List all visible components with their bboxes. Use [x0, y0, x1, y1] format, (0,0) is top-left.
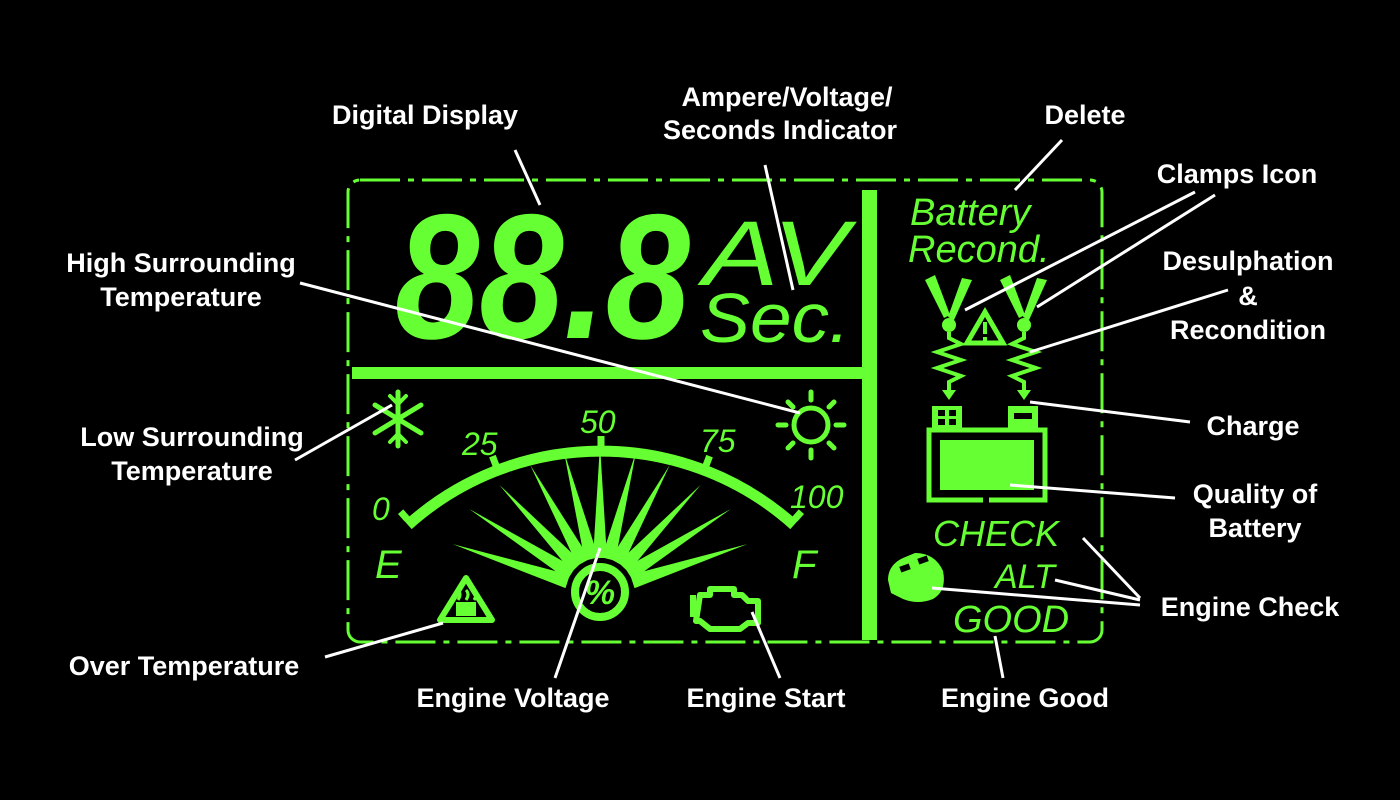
label-low-temp-line1: Low Surrounding — [80, 422, 303, 452]
label-quality-line1: Quality of — [1193, 479, 1319, 509]
label-quality-line2: Battery — [1208, 513, 1301, 543]
digital-display-digits: 88.8 — [395, 177, 690, 376]
gauge-tick-25: 25 — [461, 426, 498, 462]
label-engine-check: Engine Check — [1161, 592, 1341, 622]
label-charge: Charge — [1206, 411, 1299, 441]
label-low-temp-line2: Temperature — [111, 456, 273, 486]
gauge-tick-mark — [489, 454, 500, 467]
label-high-temp-line2: Temperature — [100, 282, 262, 312]
units-sec: Sec. — [700, 279, 850, 357]
alternator-icon — [888, 553, 944, 602]
battery-gauge: % 0 25 50 75 100 E F — [372, 404, 844, 621]
engine-voltage-icon — [571, 563, 629, 621]
vertical-divider — [862, 190, 877, 640]
label-ampere-line2: Seconds Indicator — [663, 115, 898, 145]
gauge-ray — [563, 451, 599, 561]
gauge-ray — [610, 464, 670, 566]
label-desulphation-line3: Recondition — [1170, 315, 1326, 345]
sun-icon — [775, 389, 847, 461]
gauge-tick-100: 100 — [790, 479, 844, 515]
gauge-rays — [397, 436, 805, 589]
label-clamps-icon: Clamps Icon — [1157, 159, 1318, 189]
battery-recond-line1: Battery — [910, 192, 1032, 234]
gauge-ray — [593, 445, 607, 558]
gauge-tick-mark — [702, 454, 713, 467]
warning-triangle-icon — [962, 307, 1008, 346]
snowflake-icon — [372, 389, 424, 449]
good-indicator: GOOD — [953, 599, 1069, 641]
label-over-temperature: Over Temperature — [69, 651, 300, 681]
gauge-empty-label: E — [375, 543, 403, 587]
gauge-ray — [452, 544, 570, 589]
label-ampere-line1: Ampere/Voltage/ — [681, 82, 893, 112]
label-engine-good: Engine Good — [941, 683, 1109, 713]
label-engine-start: Engine Start — [686, 683, 845, 713]
gauge-ray — [624, 509, 731, 580]
gauge-ray — [469, 509, 576, 580]
label-high-temp-line1: High Surrounding — [66, 248, 295, 278]
label-delete: Delete — [1044, 100, 1125, 130]
gauge-ray — [499, 484, 582, 573]
horizontal-divider — [352, 367, 866, 379]
gauge-tick-mark — [792, 509, 805, 522]
label-engine-voltage: Engine Voltage — [416, 683, 609, 713]
gauge-arc — [404, 445, 798, 530]
label-desulphation-line1: Desulphation — [1162, 246, 1333, 276]
alt-indicator: ALT — [993, 558, 1057, 596]
leader-lines — [294, 138, 1229, 679]
gauge-tick-75: 75 — [700, 423, 736, 459]
check-indicator: CHECK — [933, 513, 1061, 554]
battery-recond-line2: Recond. — [908, 229, 1050, 271]
gauge-tick-0: 0 — [372, 491, 390, 527]
gauge-tick-mark — [397, 509, 410, 522]
battery-quality-icon — [926, 406, 1048, 503]
over-temperature-icon — [437, 575, 495, 623]
label-desulphation-line2: & — [1238, 281, 1258, 311]
gauge-ray — [601, 451, 637, 561]
engine-start-icon — [690, 586, 761, 632]
gauge-ray — [618, 484, 701, 573]
gauge-tick-50: 50 — [580, 404, 616, 440]
gauge-ray — [530, 464, 590, 566]
gauge-full-label: F — [792, 543, 819, 587]
label-digital-display: Digital Display — [332, 100, 518, 130]
gauge-ray — [630, 544, 748, 589]
charge-arrows-icon — [942, 390, 1031, 400]
desulphation-recondition-icon — [930, 332, 1043, 392]
